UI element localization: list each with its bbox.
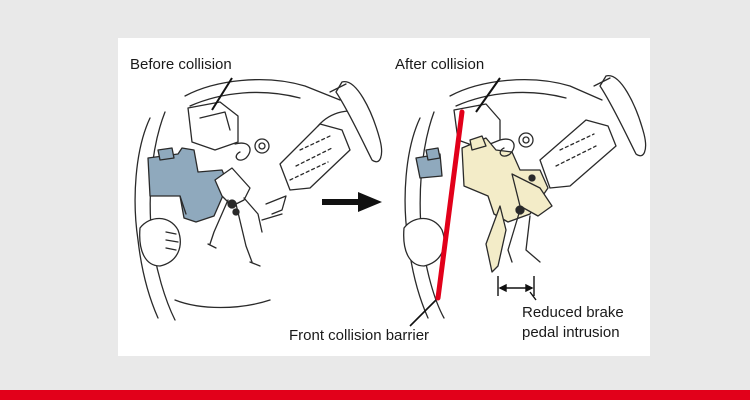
transition-arrow — [322, 192, 382, 212]
barrier-leader-line — [409, 299, 437, 327]
reduced-label-line-1: Reduced brake — [522, 304, 624, 321]
before-collision-illustration — [134, 79, 383, 321]
after-collision-illustration — [403, 75, 647, 319]
front-collision-barrier-line — [435, 109, 465, 301]
reduced-intrusion-leader-line — [529, 291, 537, 301]
before-collision-label: Before collision — [130, 56, 232, 73]
front-collision-barrier-label: Front collision barrier — [289, 327, 430, 344]
bottom-accent-bar — [0, 390, 750, 400]
intrusion-dimension-marker — [497, 276, 535, 296]
reduced-label-line-2: pedal intrusion — [522, 324, 620, 341]
after-leader-line — [475, 77, 501, 113]
reduced-brake-pedal-intrusion-label: Reduced brake pedal intrusion — [522, 303, 624, 343]
before-leader-line — [211, 77, 233, 111]
after-collision-label: After collision — [395, 56, 485, 73]
